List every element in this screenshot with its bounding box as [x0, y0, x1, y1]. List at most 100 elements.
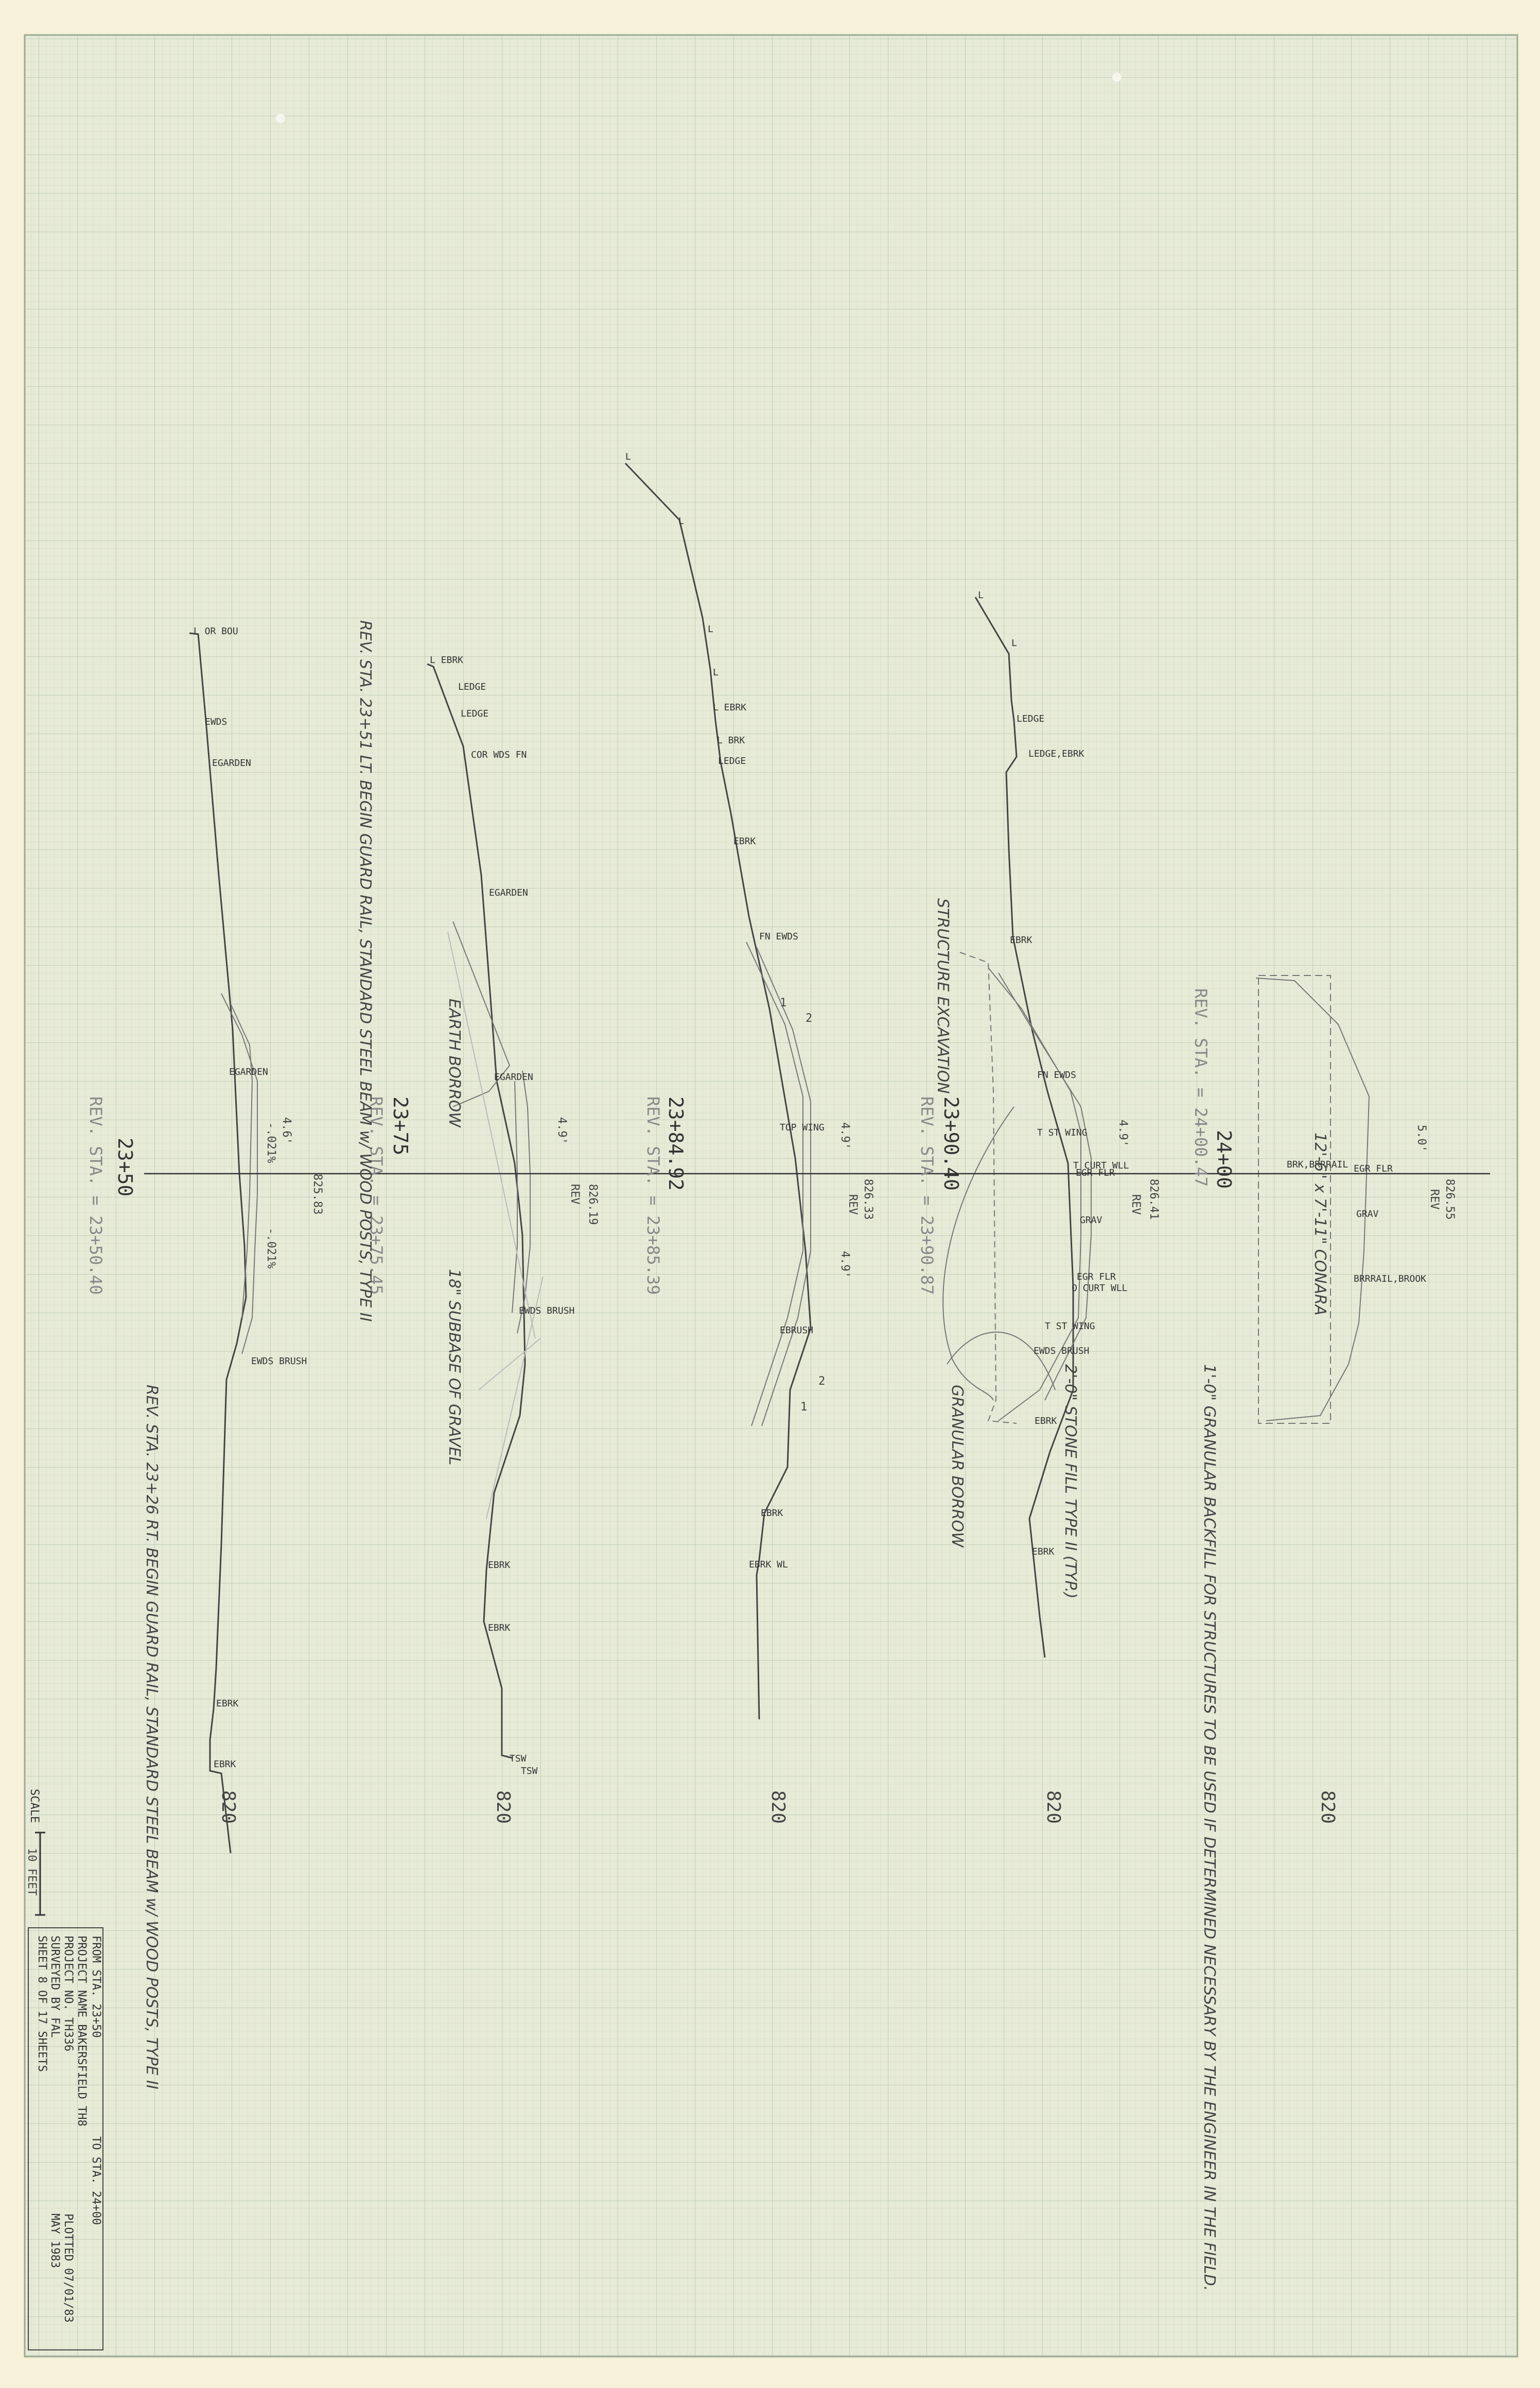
label: LEDGE — [1017, 713, 1044, 724]
elev-label: 820 — [1317, 1790, 1338, 1824]
rev-23-84: REV — [846, 1194, 859, 1215]
label: GRAV — [1356, 1209, 1379, 1219]
culvert-box — [1258, 975, 1331, 1424]
label: EBRK — [1010, 935, 1032, 946]
template-24-00 — [1255, 978, 1370, 1421]
label: EBRK WL — [749, 1559, 788, 1570]
label: EGR FLR — [1077, 1271, 1116, 1282]
elev-23-50: 825.83 — [311, 1174, 324, 1214]
note-earth-borrow: EARTH BORROW — [445, 999, 463, 1128]
label: EBRK — [488, 1560, 511, 1571]
elevation-labels: 820 820 820 820 820 — [218, 1790, 1338, 1824]
rev-24-00: REV — [1428, 1189, 1441, 1210]
label: EBRK — [1032, 1546, 1055, 1557]
label: L EBRK — [713, 702, 746, 713]
tb-project-name: PROJECT NAME BAKERSFIELD TH8 — [75, 1936, 88, 2126]
station-23-90: 23+90.40 — [940, 1096, 962, 1191]
rev-station-23-90: REV. STA. = 23+90.87 — [917, 1096, 937, 1295]
grid-lines — [25, 35, 1517, 2357]
rev-23-90: REV — [1129, 1194, 1142, 1215]
tb-from-sta: FROM STA. 23+50 — [90, 1936, 102, 2038]
slope-label: 1 — [780, 997, 786, 1009]
label: LEDGE — [718, 756, 746, 766]
grid-border — [24, 34, 1518, 2358]
handwritten-notes: REV. STA. 23+51 LT. BEGIN GUARD RAIL, ST… — [143, 620, 1329, 2291]
label: L OR BOU — [194, 626, 238, 637]
note-backfill: 1'-0" GRANULAR BACKFILL FOR STRUCTURES T… — [1200, 1364, 1218, 2291]
label: L EBRK — [430, 655, 463, 666]
grade-23-50-b: -.021% — [265, 1228, 277, 1268]
elev-label: 820 — [1043, 1790, 1064, 1824]
title-block: FROM STA. 23+50 TO STA. 24+00 PROJECT NA… — [28, 1927, 103, 2350]
label: FN EWDS — [759, 931, 798, 942]
elev-label: 820 — [767, 1790, 789, 1824]
label: EGARDEN — [229, 1067, 268, 1077]
template-23-90 — [988, 967, 1092, 1421]
label: EWDS BRUSH — [1034, 1346, 1089, 1356]
template-sections — [221, 921, 1370, 1519]
offset-23-50-a: 4.6' — [280, 1117, 293, 1144]
borrow-curve — [947, 1331, 1056, 1390]
slope-label: 2 — [818, 1375, 825, 1388]
label: EGARDEN — [494, 1072, 533, 1083]
label: COR WDS FN — [471, 749, 527, 760]
label: EBRK — [216, 1698, 239, 1709]
offset-23-75: 4.9' — [555, 1117, 568, 1144]
profile-23-90 — [974, 597, 1074, 1658]
elev-label: 820 — [493, 1790, 514, 1824]
label: T ST WING — [1045, 1321, 1095, 1332]
label: EBRK — [214, 1759, 236, 1770]
note-stone-fill: 2'-0" STONE FILL TYPE II (TYP.) — [1061, 1364, 1079, 1599]
label: EWDS — [205, 717, 227, 727]
punch-hole — [1112, 73, 1122, 82]
scale-bar: SCALE 10 FEET — [25, 1789, 45, 1916]
label: EGARDEN — [489, 887, 528, 898]
label: T CURT WLL — [1073, 1160, 1129, 1171]
ground-profiles — [189, 462, 1074, 1854]
rev-23-75: REV — [568, 1184, 581, 1205]
elev-24-00: 826.55 — [1443, 1179, 1456, 1219]
offset-23-84: 4.9' — [838, 1122, 851, 1149]
station-23-50: 23+50 — [114, 1138, 136, 1196]
structure-excavation-outline — [959, 952, 1017, 1424]
label: TSW — [521, 1766, 538, 1776]
template-23-75 — [512, 1070, 531, 1334]
label: T ST WING — [1037, 1127, 1088, 1138]
offset-23-90: 4.9' — [1116, 1120, 1129, 1147]
elev-label: 820 — [218, 1790, 239, 1824]
offset-annotations: 4.6' -.021% 825.83 -.021% 4.9' REV 826.1… — [265, 1117, 1456, 1278]
label: EBRK — [733, 836, 756, 847]
label: EGR FLR — [1076, 1167, 1115, 1178]
elev-23-84: 826.33 — [862, 1179, 874, 1219]
label: LEDGE — [458, 682, 486, 692]
label: L — [678, 516, 684, 527]
note-structure-excavation: STRUCTURE EXCAVATION — [934, 898, 952, 1094]
granular-borrow-outline — [942, 1106, 1014, 1401]
label: L — [625, 451, 631, 462]
label: EBRK — [1035, 1416, 1057, 1426]
tb-surveyed-by: SURVEYED BY FAL — [48, 1936, 61, 2038]
note-guard-rail-rt: REV. STA. 23+26 RT. BEGIN GUARD RAIL, ST… — [143, 1385, 161, 2089]
diag-hatch — [447, 931, 544, 1519]
scale-label: SCALE — [28, 1789, 41, 1823]
note-culvert: 12'-6" x 7'-11" CONARA — [1311, 1132, 1329, 1316]
label: EBRUSH — [780, 1325, 813, 1336]
template-23-50 — [221, 993, 258, 1354]
feature-labels: L OR BOU EWDS EGARDEN EGARDEN EWDS BRUSH… — [194, 451, 1426, 1776]
label: EGR FLR — [1354, 1163, 1393, 1174]
label: EBRK — [488, 1623, 511, 1633]
label: L — [978, 590, 984, 601]
label: O CURT WLL — [1072, 1283, 1128, 1294]
elev-23-90: 826.41 — [1147, 1179, 1160, 1219]
tb-sheet: SHEET 8 OF 17 SHEETS — [36, 1936, 48, 2072]
label: LEDGE,EBRK — [1028, 748, 1084, 759]
rev-station-23-50: REV. STA. = 23+50.40 — [86, 1096, 106, 1295]
rev-station-23-84: REV. STA. = 23+85.39 — [643, 1096, 663, 1295]
label: BRK,BRRRAIL — [1287, 1159, 1348, 1170]
station-23-84: 23+84.92 — [664, 1096, 687, 1191]
grade-23-50-a: -.021% — [265, 1122, 277, 1163]
label: L — [1011, 638, 1017, 649]
note-granular-borrow: GRANULAR BORROW — [948, 1385, 966, 1548]
